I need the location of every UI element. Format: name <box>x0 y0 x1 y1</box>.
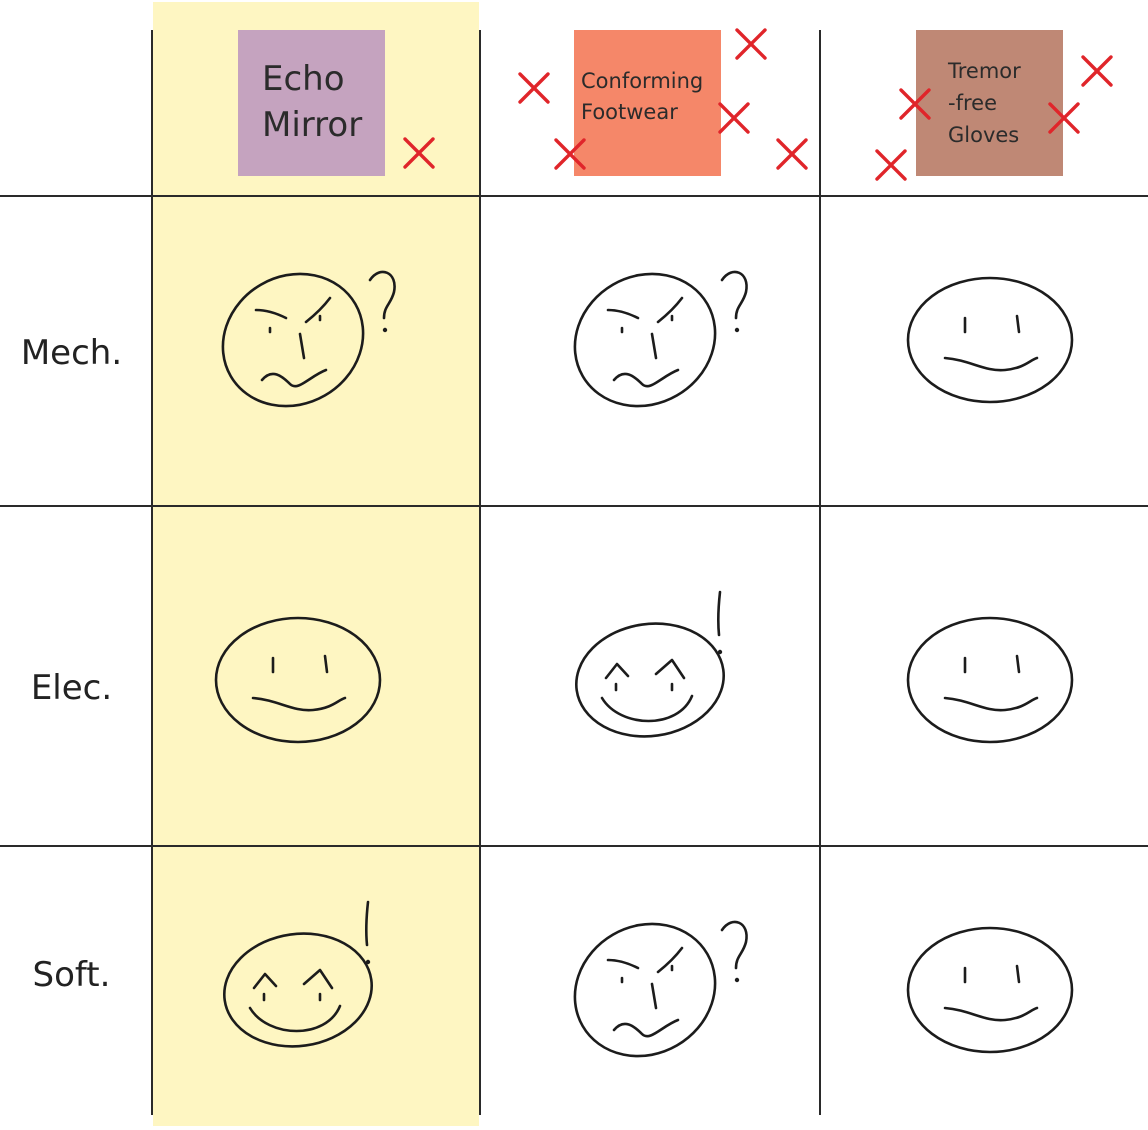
row-label-elec: Elec. <box>30 668 113 708</box>
grid-vline-2 <box>479 30 481 1115</box>
faces <box>214 270 1074 1058</box>
sticky-note-tremor-free-gloves: Tremor -free Gloves <box>916 30 1063 176</box>
x-marks <box>403 28 1113 181</box>
exclamation-dot <box>717 649 723 655</box>
column-label-tremor-free-gloves: Tremor -free Gloves <box>948 59 1021 147</box>
red-x-mark <box>518 72 550 104</box>
question-dot <box>734 977 740 983</box>
question-dot <box>734 327 740 333</box>
grid-hline-3 <box>0 845 1148 847</box>
red-x-mark <box>899 88 931 120</box>
red-x-mark <box>554 138 586 170</box>
red-x-mark <box>776 138 808 170</box>
happy-face <box>575 590 725 738</box>
grid-hline-1 <box>0 195 1148 197</box>
column-label-echo-mirror: Echo Mirror <box>262 59 363 145</box>
row-label-mech: Mech. <box>20 333 123 373</box>
neutral-face <box>906 616 1074 744</box>
column-label-conforming-footwear: Conforming Footwear <box>581 69 704 124</box>
grid-vline-3 <box>819 30 821 1115</box>
neutral-face <box>214 616 382 744</box>
red-x-mark <box>1081 55 1113 87</box>
grid-vline-1 <box>151 30 153 1115</box>
highlighted-column-echo-mirror <box>153 2 479 1126</box>
red-x-mark <box>1048 102 1080 134</box>
confused-face <box>573 270 748 408</box>
question-dot <box>382 327 388 333</box>
confused-face <box>221 270 396 408</box>
row-label-soft: Soft. <box>32 955 111 995</box>
exclamation-dot <box>365 959 371 965</box>
neutral-face <box>906 926 1074 1054</box>
confused-face <box>573 920 748 1058</box>
red-x-mark <box>875 149 907 181</box>
sticky-note-echo-mirror: Echo Mirror <box>238 30 385 176</box>
red-x-mark <box>718 102 750 134</box>
red-x-mark <box>403 137 435 169</box>
neutral-face <box>906 276 1074 404</box>
grid-hline-2 <box>0 505 1148 507</box>
sticky-note-conforming-footwear: Conforming Footwear <box>574 30 721 176</box>
red-x-mark <box>735 28 767 60</box>
happy-face <box>223 900 373 1048</box>
